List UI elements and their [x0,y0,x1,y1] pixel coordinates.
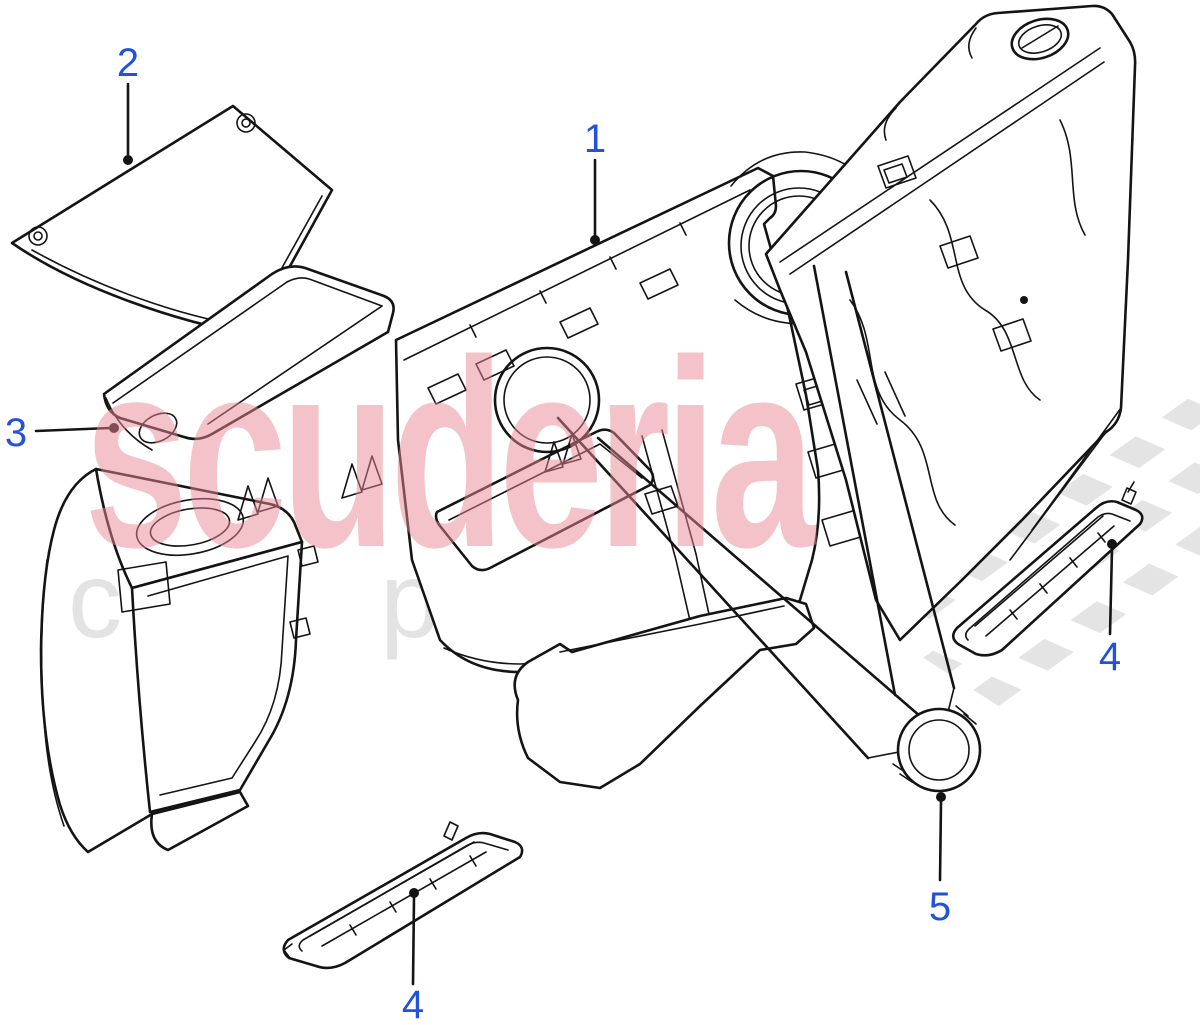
kick-panel-drawing [513,596,816,790]
vent-pointer-lines [556,264,956,760]
callout-4-bottom-label[interactable]: 4 [402,983,424,1025]
demister-grille-right-drawing [951,481,1144,657]
callout-2-label[interactable]: 2 [117,41,139,85]
callout-5[interactable]: 5 [929,792,951,929]
callout-1-label[interactable]: 1 [584,117,606,161]
vent-ring-drawing [892,705,982,793]
grab-rail-drawing [102,265,395,451]
fascia-main-drawing [237,151,883,674]
callout-3[interactable]: 3 [5,411,119,455]
rear-shell-drawing [764,4,1137,642]
callout-4-right-label[interactable]: 4 [1099,635,1121,679]
demister-grille-bottom-drawing [282,821,524,970]
watermark-brand: scuderia [84,304,817,602]
callout-5-label[interactable]: 5 [929,885,951,929]
callout-1[interactable]: 1 [584,117,606,245]
callout-2[interactable]: 2 [117,41,139,165]
callout-4-right[interactable]: 4 [1099,539,1121,679]
callout-3-label[interactable]: 3 [5,411,27,455]
callout-4-bottom[interactable]: 4 [402,888,424,1025]
